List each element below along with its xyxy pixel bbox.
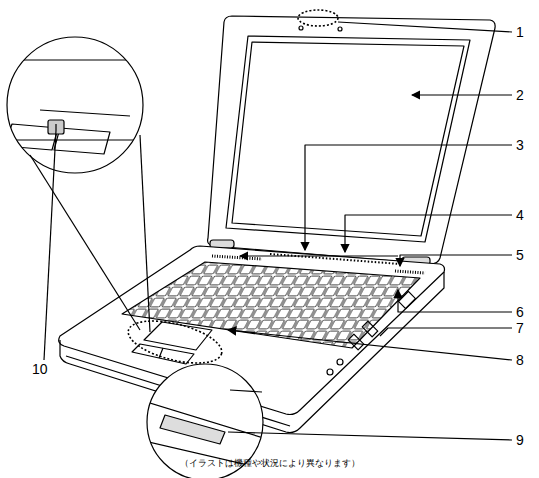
callout-number: 3 bbox=[516, 138, 524, 152]
callout-number: 6 bbox=[516, 305, 524, 319]
callout-number: 9 bbox=[516, 433, 524, 447]
callout-number: 8 bbox=[516, 353, 524, 367]
callout-number: 1 bbox=[516, 25, 524, 39]
callout-number: 7 bbox=[516, 321, 524, 335]
callout-number: 2 bbox=[516, 88, 524, 102]
callout-number: 5 bbox=[516, 248, 524, 262]
note-text: （イラストは機種や状況により異なります） bbox=[180, 459, 360, 468]
callout-number: 10 bbox=[32, 362, 48, 376]
callout-number: 4 bbox=[516, 208, 524, 222]
